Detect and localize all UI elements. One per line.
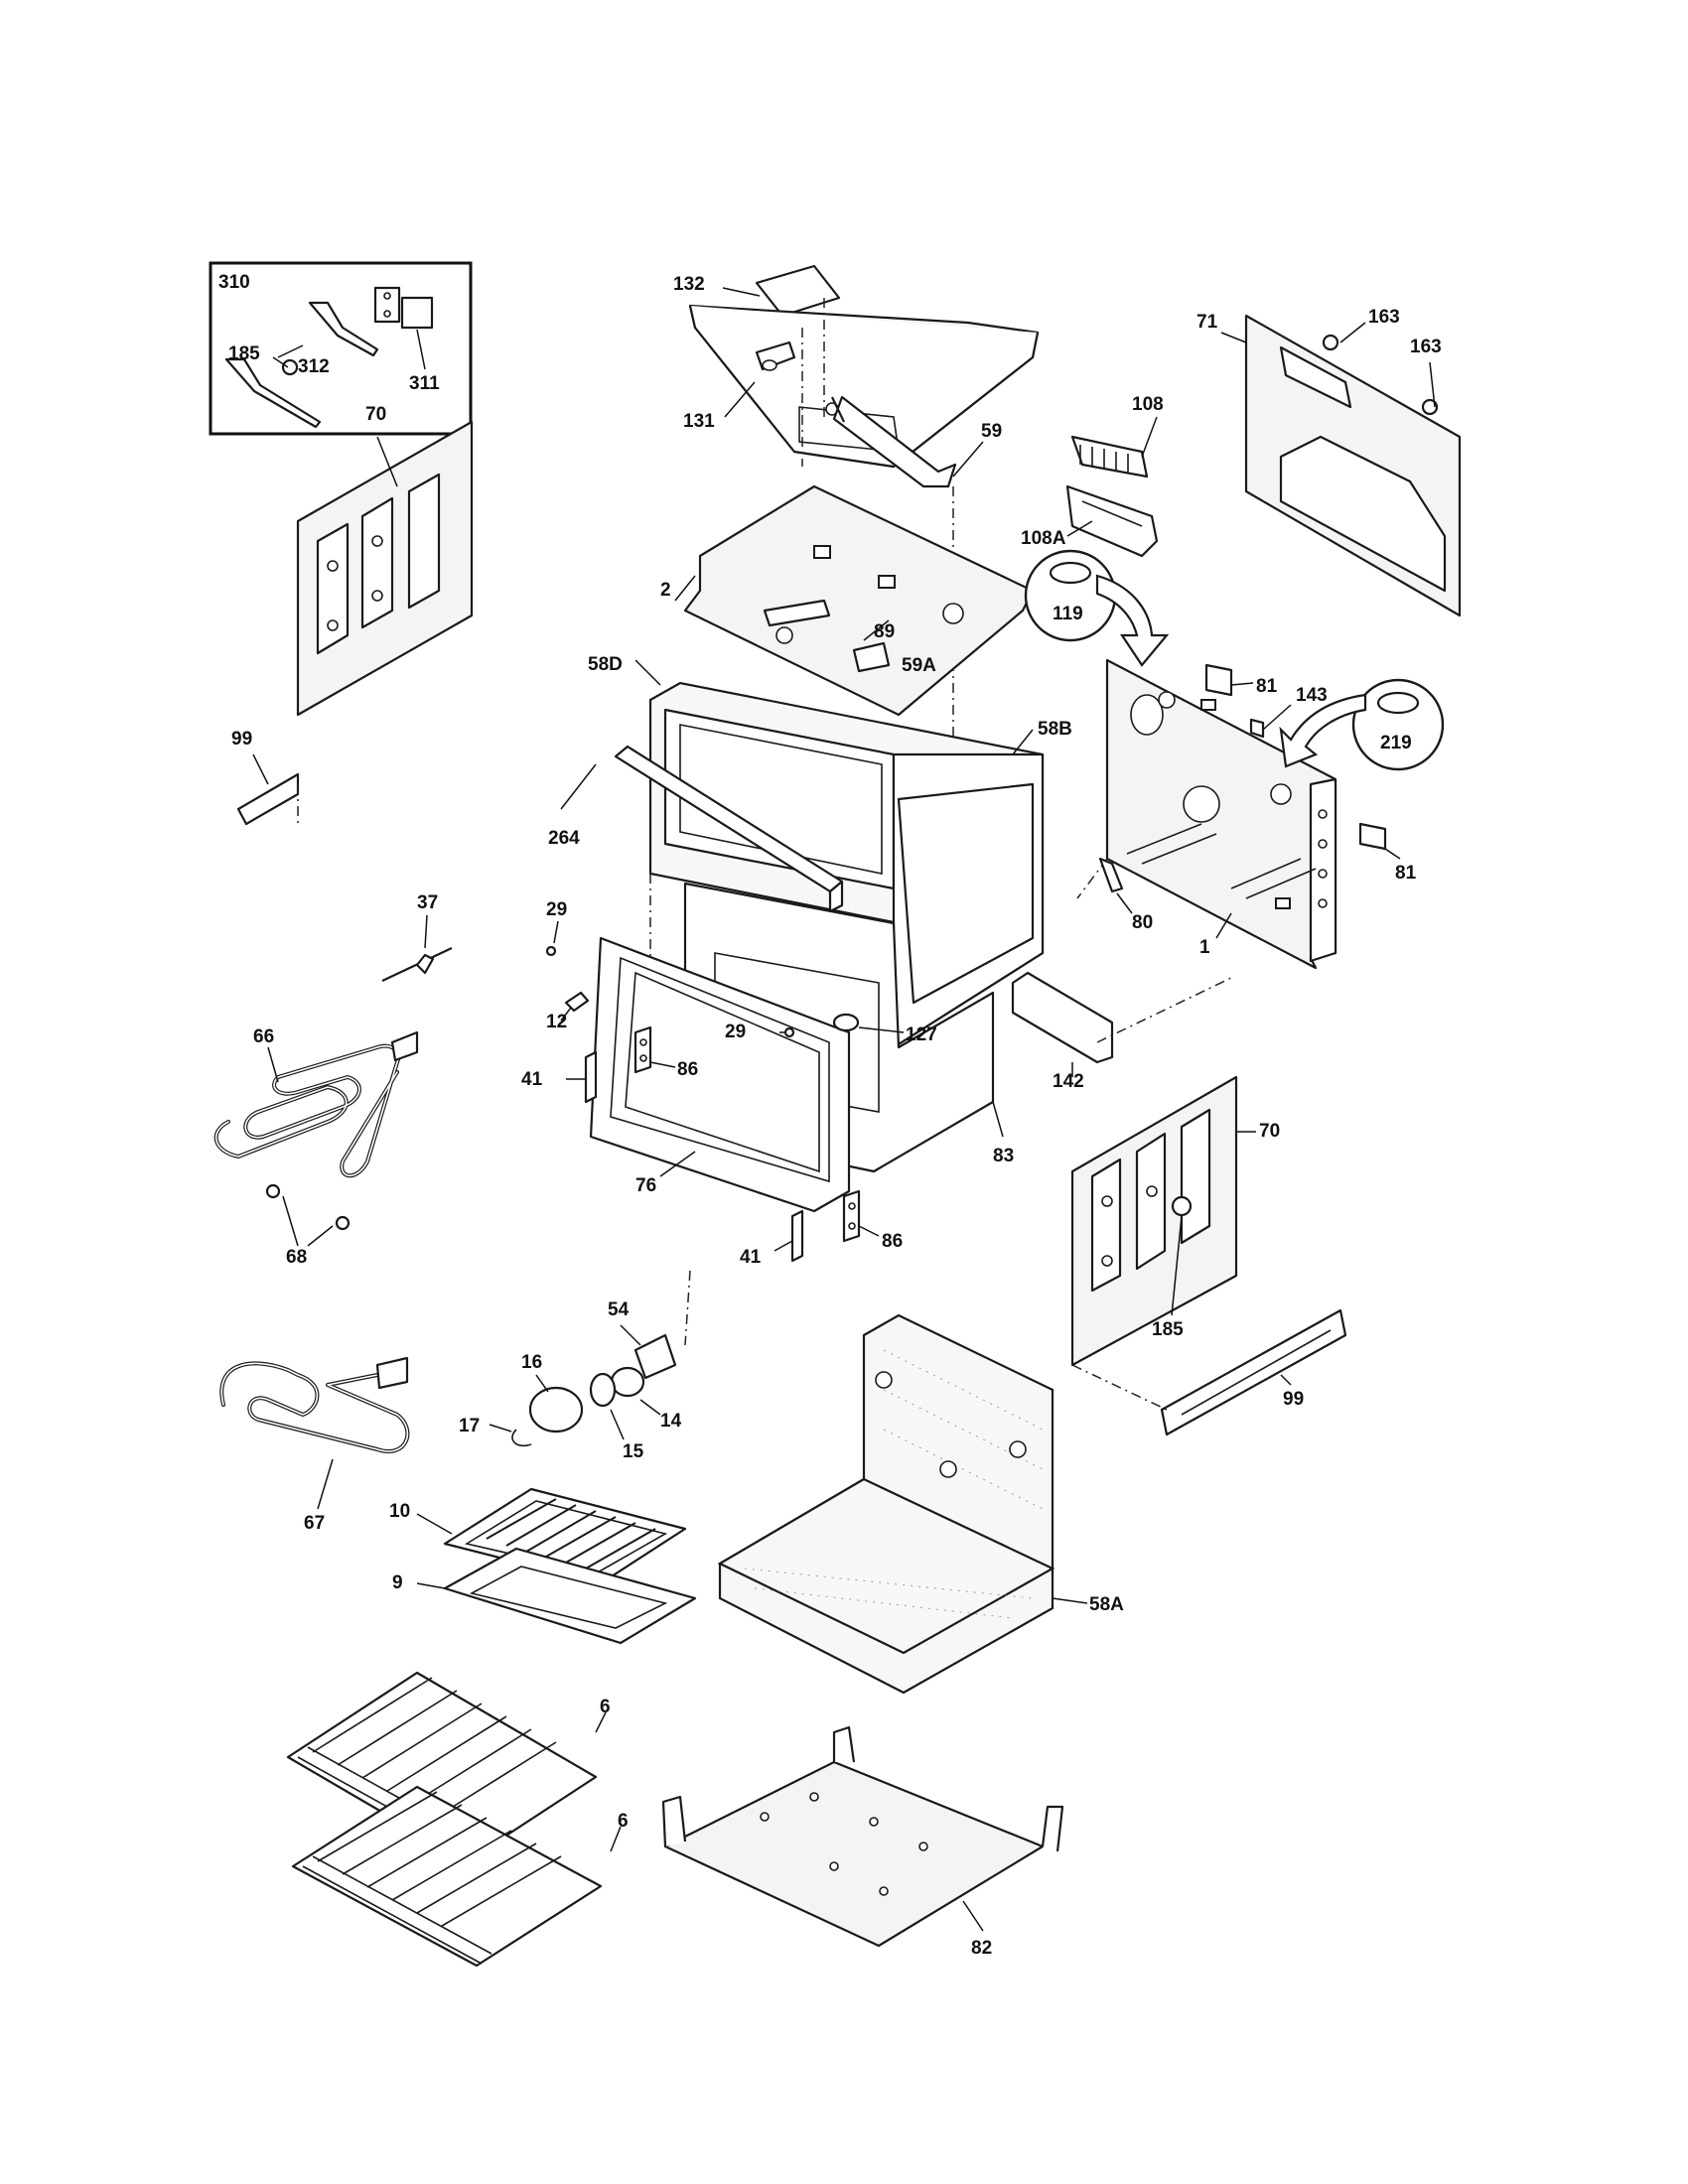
label-1: 1 [1199,937,1210,958]
kit-inset-310 [209,261,473,436]
label-76: 76 [635,1175,656,1196]
label-312: 312 [298,356,330,377]
label-81-top: 81 [1256,676,1278,697]
label-82: 82 [971,1938,992,1959]
vent-duct-59 [831,395,984,774]
label-83: 83 [993,1146,1014,1166]
label-89: 89 [874,621,895,642]
label-58B: 58B [1038,719,1072,740]
screws-68 [265,1183,351,1247]
rear-panel-1 [1076,658,1337,970]
clip-80 [1098,857,1133,914]
label-81-right: 81 [1395,863,1417,884]
label-99-left: 99 [231,729,252,750]
label-80: 80 [1132,912,1153,933]
label-163-a: 163 [1368,307,1400,328]
oven-rack-6-lower [291,1785,622,1968]
hinge-41-left [566,1050,598,1104]
label-15: 15 [623,1441,644,1462]
label-264: 264 [548,828,580,849]
hinge-41-right [774,1209,804,1263]
label-127: 127 [906,1024,937,1045]
label-108A: 108A [1021,528,1066,549]
label-17: 17 [459,1416,480,1436]
label-70-left: 70 [365,404,386,425]
rail-264 [560,745,844,913]
rack-support-99-left [236,753,300,826]
clip-143 [1249,704,1292,739]
insulation-58A [717,1313,1088,1695]
side-channel-142 [992,971,1232,1138]
bracket-108A [1065,484,1159,558]
label-10: 10 [389,1501,410,1522]
label-2: 2 [660,580,671,601]
light-socket-127 [832,1013,905,1033]
oven-rack-6-upper [286,1671,607,1863]
label-132: 132 [673,274,705,295]
label-14: 14 [660,1411,682,1432]
hinge-pin-12 [560,991,590,1022]
callout-119 [1024,549,1170,667]
lamp-assembly [489,1270,691,1447]
label-71: 71 [1196,312,1218,333]
label-41-right: 41 [740,1247,762,1268]
label-185-right: 185 [1152,1319,1184,1340]
door-frame-76 [589,936,851,1213]
label-311: 311 [409,373,440,394]
label-12: 12 [546,1012,567,1032]
label-70-right: 70 [1259,1121,1280,1142]
clip-81-right [1358,822,1401,860]
sensor-probe-37 [381,914,453,982]
hinge-receiver-86-left [633,1025,676,1074]
bottom-tray-82 [661,1725,1064,1948]
side-panel-71 [1220,314,1462,617]
label-67: 67 [304,1513,325,1534]
label-59A: 59A [902,655,936,676]
top-panel-2 [674,484,1035,717]
broil-pan-9 [416,1547,697,1645]
label-131: 131 [683,411,715,432]
label-58D: 58D [588,654,623,675]
broil-element-66 [213,1030,419,1178]
bake-element-67 [219,1356,410,1510]
label-9: 9 [392,1572,403,1593]
screw-29-inner [779,1026,795,1038]
label-163-b: 163 [1410,337,1442,357]
hinge-receiver-86-right [842,1189,880,1243]
label-99-right: 99 [1283,1389,1304,1410]
label-108: 108 [1132,394,1164,415]
label-219: 219 [1380,733,1412,753]
label-6-lower: 6 [618,1811,629,1832]
label-185-left: 185 [228,343,260,364]
label-142: 142 [1053,1071,1084,1092]
label-310: 310 [218,272,250,293]
label-54: 54 [608,1299,630,1320]
rack-support-99-right [1071,1308,1347,1436]
label-41-left: 41 [521,1069,543,1090]
part-number-labels: 310 312 311 132 131 59 2 89 59A 58D 58B … [218,272,1442,1959]
callout-219 [1279,678,1445,771]
label-86-left: 86 [677,1059,698,1080]
label-37: 37 [417,892,438,913]
top-cover-assembly [688,264,1040,469]
clip-81-top [1204,663,1254,697]
label-68: 68 [286,1247,307,1268]
label-86-right: 86 [882,1231,903,1252]
label-58A: 58A [1089,1594,1124,1615]
screw-29 [545,920,559,957]
side-panel-70-right [1070,1075,1256,1367]
label-59: 59 [981,421,1002,442]
label-6-upper: 6 [600,1697,611,1717]
label-119: 119 [1053,604,1083,624]
label-66: 66 [253,1026,274,1047]
label-16: 16 [521,1352,542,1373]
label-143: 143 [1296,685,1328,706]
side-panel-70-left [272,356,474,717]
label-29-top: 29 [546,899,567,920]
label-29-inner: 29 [725,1022,746,1042]
terminal-block-108 [1070,416,1158,478]
